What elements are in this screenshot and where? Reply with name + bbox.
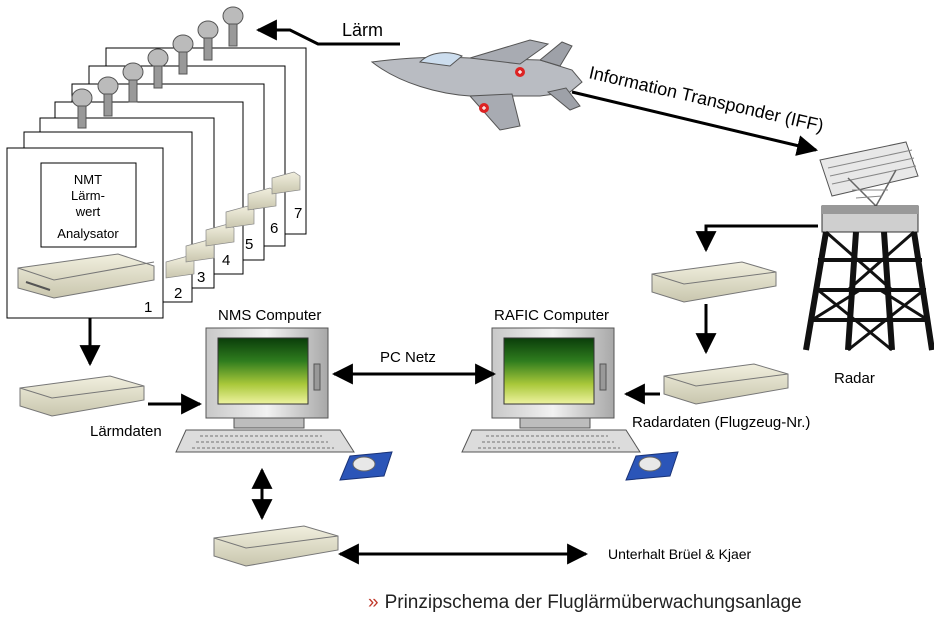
analyzer-label: NMT <box>74 172 102 187</box>
analyzer-label: Analysator <box>57 226 119 241</box>
microphone-icons <box>71 6 244 129</box>
analyzer-label: wert <box>75 204 101 219</box>
caption-bullet: » <box>368 592 379 613</box>
radar-device-upper-icon <box>651 261 777 303</box>
radar-antenna <box>819 141 919 208</box>
analyzer-box <box>40 162 137 248</box>
noise-label: Lärm <box>342 20 383 40</box>
rafic-computer-label: RAFIC Computer <box>494 307 609 324</box>
card-stack: 1 2 3 4 5 6 7 NMT Lärm- wert Analysator <box>6 47 307 319</box>
noise-data-label: Lärmdaten <box>90 423 162 440</box>
caption-text: Prinzipschema der Fluglärmüberwachungsan… <box>384 592 802 613</box>
figure-caption: »Prinzipschema der Fluglärmüberwachungsa… <box>368 592 802 614</box>
analyzer-device-icon <box>17 253 155 299</box>
card-number: 6 <box>270 220 278 237</box>
nms-computer-label: NMS Computer <box>218 307 321 324</box>
card-number: 4 <box>222 252 230 269</box>
microphone-icon <box>71 88 93 129</box>
card-number: 2 <box>174 285 182 302</box>
radar-label: Radar <box>834 370 875 387</box>
nms-computer-icon <box>175 327 393 481</box>
jet-aircraft-icon <box>370 39 583 131</box>
radar-to-device-arrow <box>695 224 818 253</box>
transponder-arrow: Information Transponder (IFF) <box>571 62 826 156</box>
card-number: 5 <box>245 236 253 253</box>
noise-data-device-icon <box>19 375 145 417</box>
card-number: 7 <box>294 205 302 222</box>
microphone-icon <box>172 34 194 75</box>
radar-tower <box>803 205 934 352</box>
radar-icon: Radar <box>803 141 934 387</box>
card-devices <box>165 171 301 279</box>
microphone-icon <box>97 76 119 117</box>
maintenance-label: Unterhalt Brüel & Kjaer <box>608 546 752 562</box>
microphone-icon <box>197 20 219 61</box>
radar-data-label: Radardaten (Flugzeug-Nr.) <box>632 414 810 431</box>
microphone-icon <box>222 6 244 47</box>
analyzer-label: Lärm- <box>71 188 105 203</box>
pc-network-label: PC Netz <box>380 349 436 366</box>
microphone-icon <box>147 48 169 89</box>
card-number: 3 <box>197 269 205 286</box>
rafic-computer-icon <box>461 327 679 481</box>
card-number: 1 <box>144 299 152 316</box>
microphone-icon <box>122 62 144 103</box>
noise-arrow: Lärm <box>255 19 400 46</box>
radar-device-lower-icon <box>663 363 789 405</box>
maintenance-device-icon <box>213 525 339 567</box>
